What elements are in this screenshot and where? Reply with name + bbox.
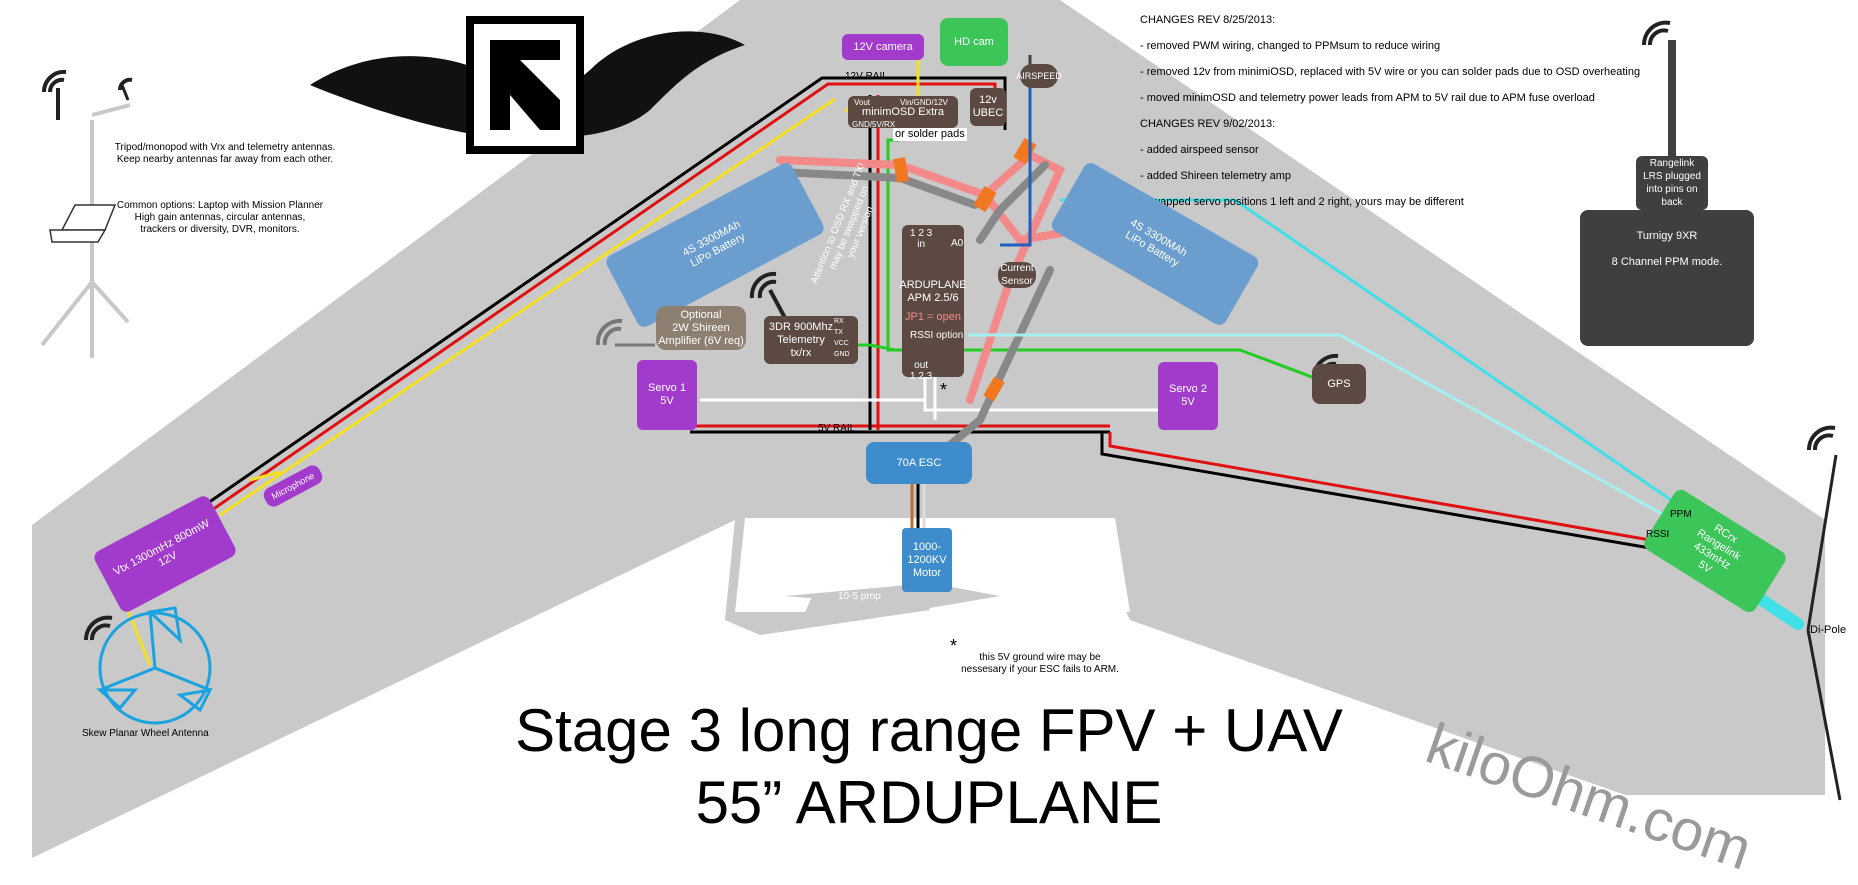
airspeed-label: AIRSPEED — [1016, 70, 1062, 81]
ppm-label: PPM — [1670, 509, 1692, 520]
minimosd: minimOSD Extra — [848, 96, 958, 128]
osd-title: minimOSD Extra — [862, 105, 944, 118]
servo-2-label: Servo 2 5V — [1169, 383, 1207, 408]
tripod-drawing — [40, 103, 131, 358]
rail-5v-label: 5V RAIL — [818, 423, 856, 434]
changelog-line: - swapped servo positions 1 left and 2 r… — [1140, 196, 1464, 208]
camera-12v: 12V camera — [842, 34, 924, 60]
changelog-line: CHANGES REV 9/02/2013: — [1140, 118, 1276, 130]
prop-label: 10-5 prop — [838, 591, 881, 602]
rangelink-label: Rangelink LRS plugged into pins on back — [1643, 158, 1701, 208]
ground-options-note: Common options: Laptop with Mission Plan… — [116, 200, 324, 235]
turnigy-9xr: Turnigy 9XR 8 Channel PPM mode. — [1580, 210, 1754, 346]
gps-module: GPS — [1312, 364, 1366, 404]
esc-label: 70A ESC — [896, 456, 942, 469]
servo-2: Servo 2 5V — [1158, 362, 1218, 430]
telemetry-radio: 3DR 900Mhz Telemetry tx/rx — [764, 316, 858, 364]
ubec: 12v UBEC — [970, 88, 1006, 126]
skew-antenna-label: Skew Planar Wheel Antenna — [82, 728, 209, 739]
changelog-line: - removed 12v from minimiOSD, replaced w… — [1140, 66, 1641, 78]
current-sensor-label: Current Sensor — [1000, 263, 1034, 287]
changelog: CHANGES REV 8/25/2013: - removed PWM wir… — [1140, 1, 1640, 222]
osd-vout-label: Vout — [854, 98, 871, 107]
telemetry-antenna-post — [768, 289, 787, 319]
current-sensor: Current Sensor — [998, 262, 1036, 288]
apm-out-label: out 1 2 3 — [910, 360, 933, 382]
servo-1-label: Servo 1 5V — [648, 382, 686, 407]
turnigy-label: Turnigy 9XR 8 Channel PPM mode. — [1611, 230, 1723, 268]
changelog-line: - added Shireen telemetry amp — [1140, 170, 1292, 182]
changelog-line: - added airspeed sensor — [1140, 144, 1259, 156]
rcrx-dipole-lead — [1756, 594, 1804, 630]
dipole-antenna — [1806, 629, 1842, 801]
apm-rssi-label: RSSI option — [910, 330, 964, 341]
apm-jp1: JP1 = open — [905, 310, 961, 323]
servo-1: Servo 1 5V — [637, 360, 697, 430]
battery-left-label: 4S 3300MAh LiPo Battery — [680, 218, 748, 270]
motor: 1000- 1200KV Motor — [902, 528, 952, 592]
gps-label: GPS — [1327, 377, 1351, 390]
battery-right-label: 4S 3300MAh LiPo Battery — [1123, 216, 1190, 270]
title-line-2: 55” ARDUPLANE — [695, 769, 1163, 836]
skew-planar-antenna — [96, 606, 213, 725]
hd-cam: HD cam — [940, 18, 1008, 66]
changelog-line: - moved minimOSD and telemetry power lea… — [1140, 92, 1595, 104]
dipole-antenna-upper — [1806, 454, 1838, 631]
tripod-antenna-right — [120, 84, 130, 101]
rail-12v-label: 12V RAIL — [845, 71, 888, 82]
motor-label: 1000- 1200KV Motor — [907, 540, 947, 579]
osd-pins-label: GND/5V/RX — [852, 120, 896, 129]
asterisk-mark: * — [940, 380, 948, 400]
osd-pads-label: or solder pads — [893, 128, 967, 141]
apm-in-label: 1 2 3 in — [910, 228, 933, 250]
changelog-line: CHANGES REV 8/25/2013: — [1140, 14, 1276, 26]
ubec-label: 12v UBEC — [972, 94, 1004, 119]
tripod-note: Tripod/monopod with Vrx and telemetry an… — [114, 142, 336, 165]
hd-cam-label: HD cam — [954, 35, 994, 48]
camera-label: 12V camera — [853, 40, 913, 53]
apm-a0-label: A0 — [951, 238, 964, 249]
esc-70a: 70A ESC — [866, 442, 972, 484]
dipole-label: Di-Pole — [1810, 624, 1847, 636]
rssi-label: RSSI — [1646, 529, 1670, 540]
osd-vin-label: Vin/GND/12V — [900, 98, 948, 107]
diagram-title: Stage 3 long range FPV + UAV 55” ARDUPLA… — [0, 695, 1858, 839]
title-line-1: Stage 3 long range FPV + UAV — [515, 697, 1343, 764]
motor-wires — [910, 480, 926, 530]
telemetry-pins: RX TX VCC GND — [834, 318, 850, 358]
shireen-amp: Optional 2W Shireen Amplifier (6V req) — [656, 306, 746, 350]
apm-board: ARDUPLANE APM 2.5/6 JP1 = open — [899, 225, 967, 377]
esc-arm-note: this 5V ground wire may be nessesary if … — [961, 652, 1119, 675]
wing-body — [32, 0, 1825, 858]
note-asterisk: * — [950, 636, 958, 656]
apm-name: ARDUPLANE APM 2.5/6 — [899, 278, 967, 304]
kiloohm-logo — [310, 16, 745, 154]
connectors — [893, 137, 1037, 402]
airspeed-sensor: AIRSPEED — [1016, 64, 1062, 88]
laptop-icon — [49, 204, 117, 243]
rcrx-label: RCrx Rangelink 433mHz 5V — [1691, 522, 1743, 576]
rangelink-module: Rangelink LRS plugged into pins on back — [1636, 156, 1708, 210]
telemetry-label: 3DR 900Mhz Telemetry tx/rx — [768, 320, 834, 359]
amp-label: Optional 2W Shireen Amplifier (6V req) — [658, 308, 744, 347]
changelog-line: - removed PWM wiring, changed to PPMsum … — [1140, 40, 1441, 52]
